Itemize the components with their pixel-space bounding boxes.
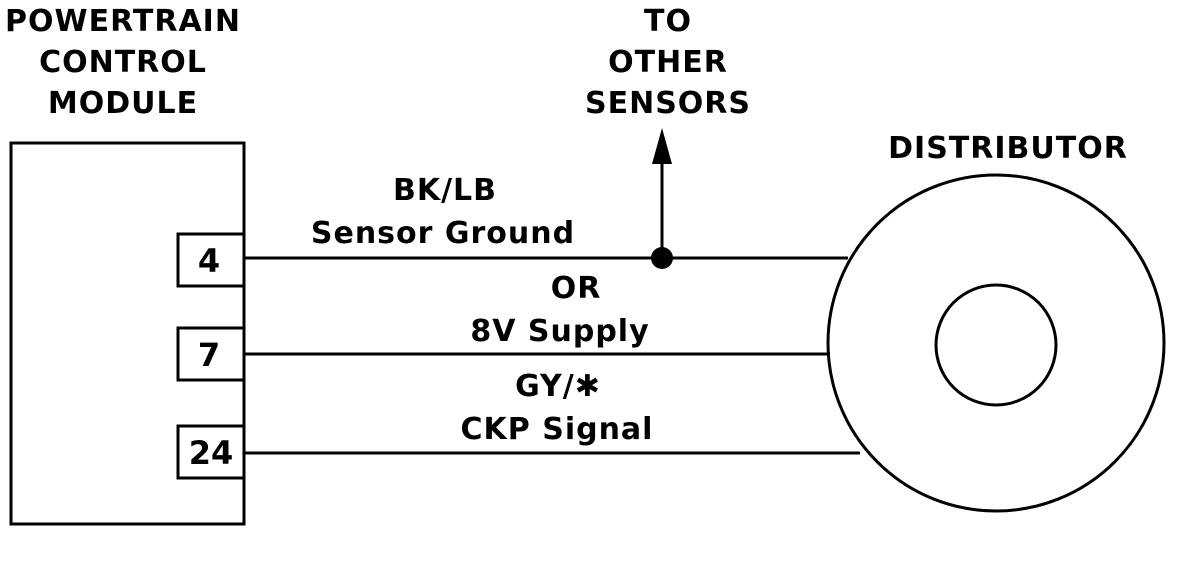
other-sensors-line-3: SENSORS bbox=[585, 86, 751, 121]
module-title-line-2: CONTROL bbox=[39, 45, 207, 80]
wire-label-ckp-signal: GY/✱ CKP Signal bbox=[461, 369, 654, 447]
wire-color-code-or: OR bbox=[551, 271, 602, 306]
pin-24-number: 24 bbox=[189, 434, 234, 472]
module-title-line-3: MODULE bbox=[48, 86, 198, 121]
wire-label-sensor-ground: BK/LB Sensor Ground bbox=[311, 173, 575, 251]
distributor-outer-circle bbox=[826, 173, 1166, 513]
module-title: POWERTRAIN CONTROL MODULE bbox=[5, 4, 241, 121]
other-sensors-line-1: TO bbox=[644, 4, 692, 39]
distributor-title: DISTRIBUTOR bbox=[888, 131, 1128, 166]
wire-function-sensor-ground: Sensor Ground bbox=[311, 216, 575, 251]
other-sensors-line-2: OTHER bbox=[608, 45, 728, 80]
pin-7: 7 bbox=[176, 326, 246, 382]
arrow-up-icon bbox=[652, 128, 672, 164]
wire-function-8v-supply: 8V Supply bbox=[470, 314, 649, 349]
pin-24: 24 bbox=[176, 424, 246, 480]
wire-color-code-gy: GY/✱ bbox=[515, 369, 601, 404]
wire-function-ckp-signal: CKP Signal bbox=[461, 412, 654, 447]
other-sensors-label: TO OTHER SENSORS bbox=[585, 4, 751, 121]
wire-color-code-bk-lb: BK/LB bbox=[393, 173, 497, 208]
pin-4: 4 bbox=[176, 232, 246, 288]
distributor-inner-circle bbox=[934, 283, 1058, 407]
module-title-line-1: POWERTRAIN bbox=[5, 4, 241, 39]
wire-label-8v-supply: OR 8V Supply bbox=[470, 271, 649, 349]
pin-7-number: 7 bbox=[198, 336, 220, 374]
pin-4-number: 4 bbox=[198, 242, 220, 280]
pin-4-box bbox=[176, 232, 246, 288]
